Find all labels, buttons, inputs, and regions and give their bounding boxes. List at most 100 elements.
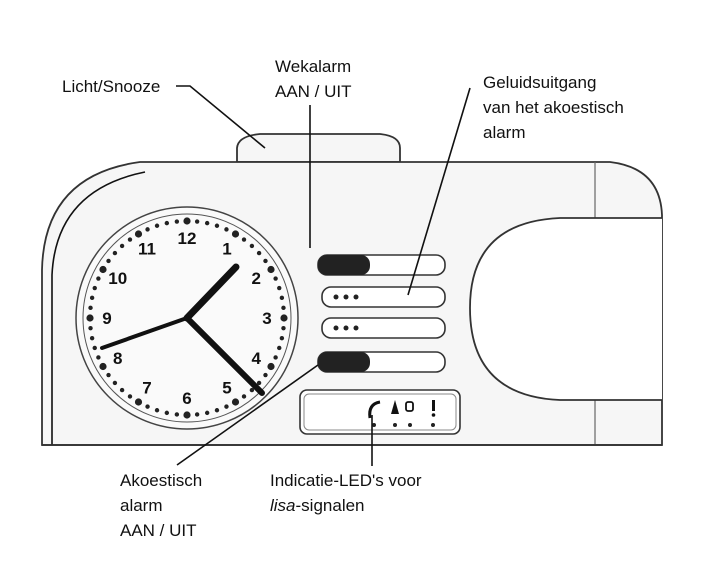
minute-tick: [164, 220, 170, 226]
minute-tick: [241, 237, 247, 242]
minute-tick: [256, 380, 262, 386]
minute-tick: [92, 285, 97, 291]
led: [393, 423, 397, 427]
minute-tick: [119, 387, 125, 393]
led: [431, 423, 435, 427]
wake-alarm-switch: [317, 254, 446, 276]
minute-tick: [183, 217, 191, 225]
speaker-recess: [469, 217, 662, 401]
clock-number: 6: [182, 389, 191, 408]
minute-tick: [241, 394, 247, 399]
minute-tick: [224, 227, 229, 232]
minute-tick: [134, 230, 143, 238]
minute-tick: [88, 305, 93, 311]
led: [372, 423, 376, 427]
minute-tick: [86, 314, 94, 322]
hour-hand: [183, 263, 240, 322]
label-acoustic-alarm: Akoestisch: [120, 471, 202, 490]
minute-tick: [267, 362, 275, 371]
clock-number: 1: [222, 240, 231, 259]
minute-tick: [99, 265, 107, 274]
lisa-text: lisa: [270, 496, 296, 515]
minute-tick: [174, 219, 180, 224]
minute-tick: [231, 230, 240, 238]
speaker-grille-2: [321, 317, 446, 339]
minute-tick: [154, 223, 160, 228]
minute-tick: [231, 398, 240, 406]
minute-tick: [204, 220, 210, 226]
clock-number: 8: [113, 349, 122, 368]
label-sound-output-3: alarm: [483, 123, 526, 142]
minute-tick: [214, 408, 220, 413]
minute-tick: [99, 362, 107, 371]
minute-tick: [134, 398, 143, 406]
minute-tick: [279, 295, 285, 301]
minute-tick: [280, 314, 288, 322]
second-hand: [100, 316, 189, 350]
minute-tick: [127, 394, 133, 399]
clock-number: 11: [138, 240, 156, 259]
minute-tick: [194, 412, 200, 417]
minute-tick: [263, 372, 268, 378]
phone-icon: [368, 400, 381, 419]
minute-tick: [154, 408, 160, 413]
alert-icon: [432, 400, 435, 411]
label-led-indicators: Indicatie-LED's voor: [270, 471, 422, 490]
clock-number: 7: [142, 378, 151, 397]
minute-tick: [214, 223, 220, 228]
speaker-grille-1: [321, 286, 446, 308]
minute-tick: [92, 345, 97, 351]
label-sound-output: Geluidsuitgang: [483, 73, 596, 92]
minute-tick: [279, 335, 285, 341]
clock-number: 9: [102, 309, 111, 328]
label-sound-output-2: van het akoestisch: [483, 98, 624, 117]
clock-number: 2: [252, 269, 261, 288]
led-panel: [299, 389, 461, 435]
minute-tick: [263, 258, 268, 264]
minute-tick: [249, 243, 255, 249]
minute-tick: [224, 404, 229, 409]
minute-tick: [281, 325, 286, 331]
minute-tick: [277, 345, 282, 351]
acoustic-alarm-switch: [317, 351, 446, 373]
minute-tick: [277, 285, 282, 291]
baby-monitor-icon: [405, 401, 414, 412]
minute-tick: [281, 305, 286, 311]
clock-number: 5: [222, 378, 231, 397]
minute-tick: [256, 250, 262, 256]
minute-tick: [273, 276, 278, 281]
label-light-snooze: Licht/Snooze: [62, 77, 160, 96]
clock-number: 10: [108, 269, 127, 288]
minute-tick: [89, 295, 95, 301]
minute-tick: [174, 412, 180, 417]
minute-tick: [119, 243, 125, 249]
minute-tick: [194, 219, 200, 224]
minute-tick: [112, 250, 118, 256]
doorbell-icon: [391, 400, 399, 414]
minute-tick: [89, 335, 95, 341]
minute-tick: [96, 355, 101, 360]
minute-tick: [183, 411, 191, 419]
minute-tick: [127, 237, 133, 242]
minute-tick: [88, 325, 93, 331]
minute-tick: [96, 276, 101, 281]
led: [408, 423, 412, 427]
minute-tick: [106, 372, 111, 378]
minute-tick: [164, 410, 170, 416]
clock-number: 4: [252, 349, 262, 368]
clock-number: 3: [262, 309, 271, 328]
signals-text: -signalen: [296, 496, 365, 515]
minute-tick: [106, 258, 111, 264]
clock-number: 12: [178, 229, 197, 248]
minute-hand: [184, 315, 265, 396]
snooze-button: [236, 133, 401, 163]
label-wake-alarm-onoff: AAN / UIT: [275, 82, 352, 101]
label-wake-alarm: Wekalarm: [275, 57, 351, 76]
label-acoustic-alarm-onoff: AAN / UIT: [120, 521, 197, 540]
minute-tick: [204, 410, 210, 416]
minute-tick: [249, 387, 255, 393]
minute-tick: [145, 227, 150, 232]
minute-tick: [145, 404, 150, 409]
